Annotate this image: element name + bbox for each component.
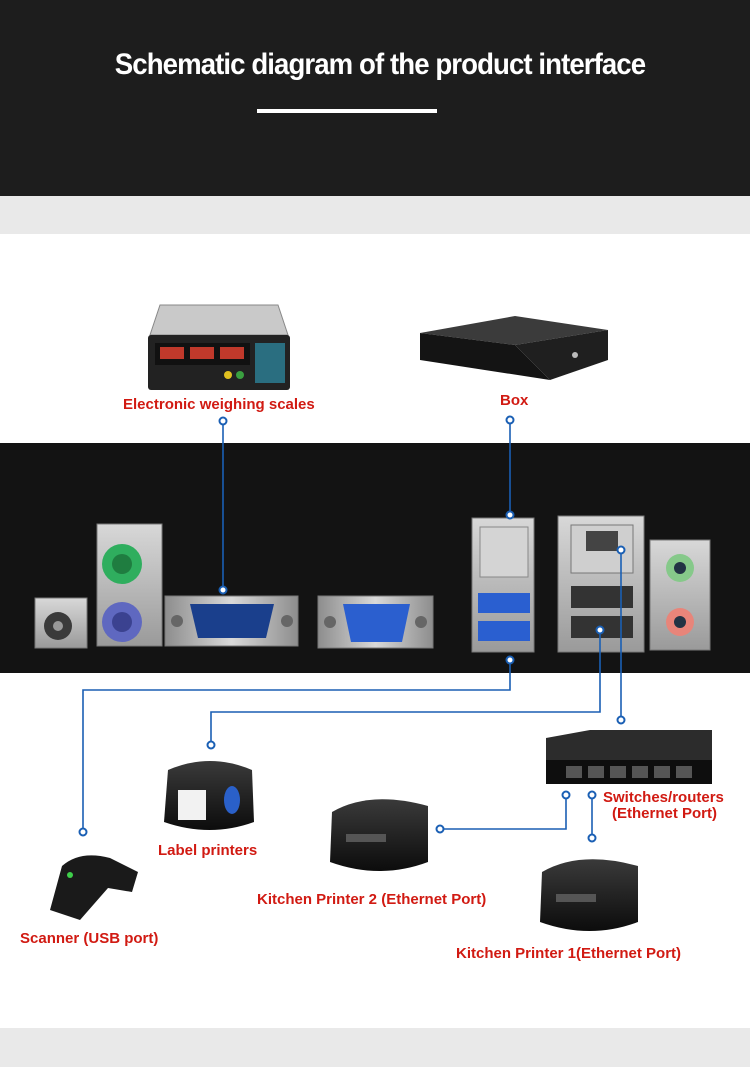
label-printer-connector [210, 630, 601, 745]
kitchen-printer-2-icon [330, 799, 428, 871]
label-scanner: Scanner (USB port) [20, 930, 159, 947]
weighing-scale-icon [148, 304, 290, 390]
rj45-usb-stack-left [471, 517, 535, 653]
label-kitchen-printer-2: Kitchen Printer 2 (Ethernet Port) [257, 891, 487, 908]
label-switches-line1: Switches/routers [603, 789, 724, 806]
label-switches-line2: (Ethernet Port) [612, 805, 717, 822]
kitchen-printer-2-connector [440, 795, 567, 830]
label-kitchen-printer-1: Kitchen Printer 1(Ethernet Port) [456, 945, 682, 962]
vga-port [317, 595, 434, 649]
scanner-connector [82, 660, 511, 832]
kitchen-printer-1-icon [540, 859, 638, 931]
header-banner: Schematic diagram of the product interfa… [0, 0, 750, 196]
top-gray-band [0, 196, 750, 234]
label-weighing-scales: Electronic weighing scales [123, 396, 315, 413]
title-underline [257, 109, 437, 113]
ps2-ports [96, 523, 163, 647]
bottom-gray-band [0, 1028, 750, 1067]
label-printer-icon [164, 761, 254, 830]
barcode-scanner-icon [50, 855, 138, 920]
page-title: Schematic diagram of the product interfa… [114, 48, 646, 81]
cash-drawer-icon [420, 316, 608, 380]
connector-endpoints [78, 415, 626, 843]
network-switch-icon [546, 730, 712, 784]
label-box: Box [500, 392, 529, 409]
connector-lines [82, 420, 622, 838]
power-jack [34, 597, 88, 649]
audio-jacks [649, 539, 711, 651]
serial-com-port [164, 595, 299, 647]
label-label-printers: Label printers [158, 842, 258, 859]
